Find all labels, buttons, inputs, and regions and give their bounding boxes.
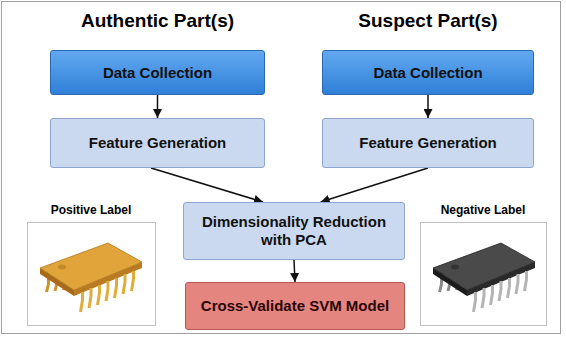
image-frame (28, 223, 156, 326)
chip-body (40, 243, 142, 290)
chip-dimple (451, 265, 459, 270)
chip-pins (474, 271, 527, 312)
chip-pins (81, 271, 134, 312)
column-heading: Suspect Part(s) (322, 9, 534, 32)
box-text: Dimensionality Reduction with PCA (192, 213, 396, 249)
process-box: Dimensionality Reduction with PCA (183, 202, 405, 260)
box-text: Feature Generation (89, 134, 227, 152)
model-box: Cross-Validate SVM Model (185, 282, 405, 330)
process-box: Feature Generation (322, 118, 534, 168)
chip-dimple (58, 265, 66, 270)
suspect-chip (421, 223, 547, 326)
image-label: Positive Label (27, 203, 155, 218)
chip-body (433, 243, 535, 290)
box-text: Data Collection (373, 64, 482, 82)
diagram-frame (2, 2, 561, 334)
flow-arrow (157, 95, 159, 118)
process-box: Data Collection (50, 50, 265, 95)
flow-arrow (151, 168, 263, 202)
flow-arrow (294, 260, 295, 282)
flow-arrow (427, 95, 429, 118)
box-text: Data Collection (103, 64, 212, 82)
box-text: Feature Generation (359, 134, 497, 152)
image-frame (421, 223, 547, 326)
process-box: Feature Generation (50, 118, 265, 168)
image-label: Negative Label (420, 203, 546, 218)
flow-arrow (321, 168, 428, 202)
process-box: Data Collection (322, 50, 534, 95)
authentic-chip (28, 223, 156, 326)
box-text: Cross-Validate SVM Model (201, 297, 389, 315)
column-heading: Authentic Part(s) (50, 9, 265, 32)
